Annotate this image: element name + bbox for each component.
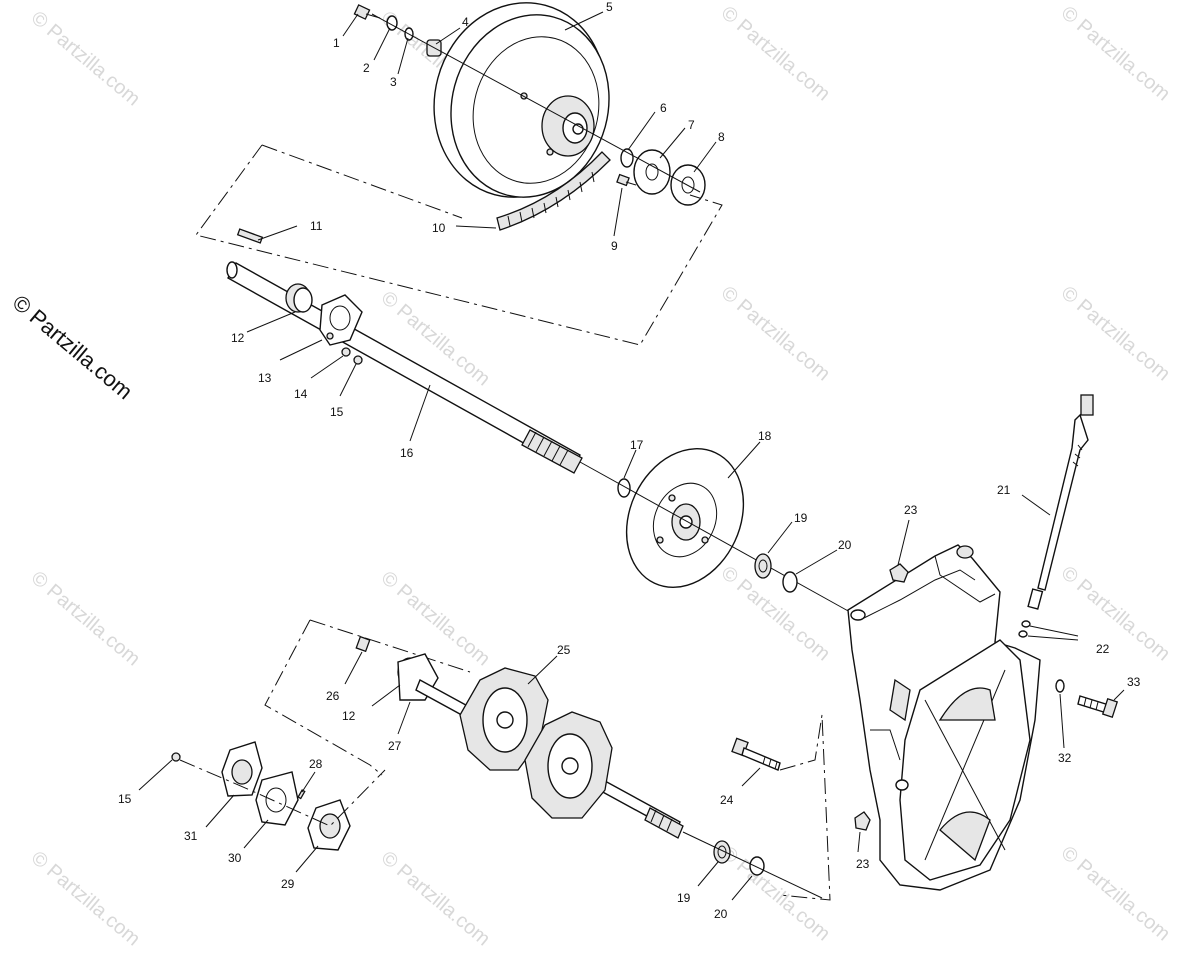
callout-28: 28	[309, 757, 323, 771]
watermark: © Partzilla.com	[377, 567, 494, 670]
part-chaincase	[847, 544, 1041, 891]
pulley-assembly	[353, 2, 706, 231]
watermark: © Partzilla.com	[717, 562, 834, 665]
part-pin	[297, 789, 306, 800]
part-pulley	[433, 2, 610, 198]
watermark: © Partzilla.com	[1057, 842, 1174, 945]
part-o-ring	[749, 856, 765, 876]
callout-12b: 12	[342, 709, 356, 723]
callout-5: 5	[606, 0, 613, 14]
part-o-ring	[1021, 620, 1031, 628]
part-nut	[341, 347, 351, 357]
part-bolt	[731, 737, 781, 771]
callout-17: 17	[630, 438, 644, 452]
callout-14: 14	[294, 387, 308, 401]
callout-19: 19	[794, 511, 808, 525]
callout-21: 21	[997, 483, 1011, 497]
callout-1: 1	[333, 36, 340, 50]
part-flange-plate	[633, 149, 671, 195]
assembly-outline	[779, 714, 831, 901]
part-o-ring	[782, 571, 798, 593]
part-nut	[889, 563, 909, 583]
callout-2: 2	[363, 61, 370, 75]
callout-15: 15	[330, 405, 344, 419]
watermark: © Partzilla.com	[27, 567, 144, 670]
part-seal	[713, 840, 731, 864]
part-gasket	[255, 771, 299, 826]
callout-24: 24	[720, 793, 734, 807]
part-bearing-flange	[319, 294, 363, 346]
part-seal	[754, 553, 772, 579]
watermark: © Partzilla.com	[27, 847, 144, 950]
assembly-outline	[179, 759, 386, 827]
part-speedo-cable	[1027, 394, 1094, 610]
callout-31: 31	[184, 829, 198, 843]
part-drive-sprocket	[459, 667, 549, 771]
callout-20b: 20	[714, 907, 728, 921]
part-snap-ring	[617, 478, 631, 498]
part-shaft	[226, 261, 583, 474]
part-nut	[854, 811, 871, 831]
part-bearing-plate	[221, 741, 263, 797]
part-key	[236, 228, 264, 244]
watermark: © Partzilla.com	[27, 7, 144, 110]
callout-7: 7	[688, 118, 695, 132]
watermark: © Partzilla.com	[1057, 282, 1174, 385]
watermark: © Partzilla.com	[1057, 562, 1174, 665]
callout-26: 26	[326, 689, 340, 703]
part-bolt	[355, 635, 371, 653]
callout-13: 13	[258, 371, 272, 385]
callout-22: 22	[1096, 642, 1110, 656]
part-bolt	[1077, 695, 1119, 718]
callout-19b: 19	[677, 891, 691, 905]
callout-12: 12	[231, 331, 245, 345]
callout-9: 9	[611, 239, 618, 253]
callout-16: 16	[400, 446, 414, 460]
callout-labels: 1 2 3 4 5 6 7 8 9 10 11 12 13 14 15 16 1…	[118, 0, 1141, 921]
watermark: © Partzilla.com	[377, 847, 494, 950]
part-o-ring	[1018, 630, 1028, 638]
callout-20: 20	[838, 538, 852, 552]
part-bearing	[397, 653, 439, 701]
part-washer	[1055, 679, 1065, 693]
callout-33: 33	[1127, 675, 1141, 689]
part-bearing-plate	[307, 799, 351, 851]
callout-8: 8	[718, 130, 725, 144]
part-bolt	[353, 4, 381, 20]
part-belt-segment	[496, 151, 611, 231]
callout-23b: 23	[856, 857, 870, 871]
callout-11: 11	[310, 219, 323, 233]
part-nut	[353, 355, 363, 365]
callout-32: 32	[1058, 751, 1072, 765]
watermark: © Partzilla.com	[717, 842, 834, 945]
callout-3: 3	[390, 75, 397, 89]
part-bolt	[616, 173, 637, 187]
callout-18: 18	[758, 429, 772, 443]
leader-lines	[138, 11, 1125, 901]
watermark: © Partzilla.com	[717, 2, 834, 105]
part-washer	[620, 148, 634, 168]
callout-23: 23	[904, 503, 918, 517]
callout-25: 25	[557, 643, 571, 657]
watermark: © Partzilla.com	[717, 282, 834, 385]
callout-30: 30	[228, 851, 242, 865]
part-bearing	[285, 283, 313, 313]
callout-27: 27	[388, 739, 402, 753]
watermark: © Partzilla.com	[1057, 2, 1174, 105]
part-nut	[171, 752, 181, 762]
callout-15b: 15	[118, 792, 132, 806]
assembly-outline	[264, 619, 383, 776]
callout-4: 4	[462, 15, 469, 29]
callout-6: 6	[660, 101, 667, 115]
part-drive-sprocket	[524, 711, 613, 819]
callout-29: 29	[281, 877, 295, 891]
callout-10: 10	[432, 221, 446, 235]
